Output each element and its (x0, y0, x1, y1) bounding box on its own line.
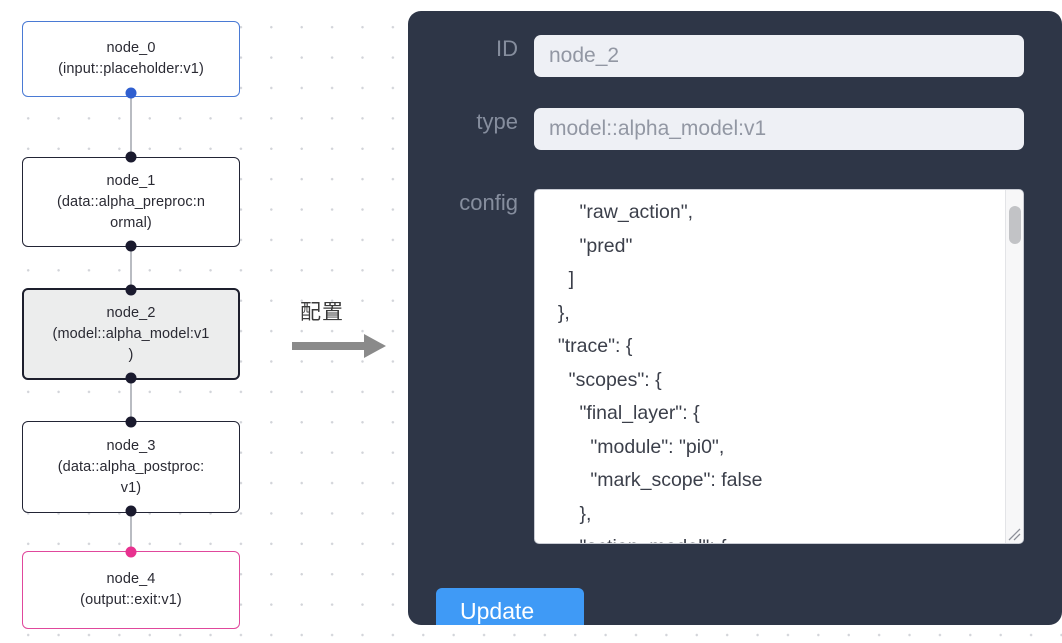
graph-node-node_0[interactable]: node_0 (input::placeholder:v1) (22, 21, 240, 97)
graph-node-label: node_1 (data::alpha_preproc:n ormal) (56, 172, 206, 231)
port-dot-node_0-out[interactable] (125, 87, 137, 99)
config-scrollbar[interactable] (1005, 190, 1023, 543)
graph-node-label: node_3 (data::alpha_postproc: v1) (57, 437, 205, 496)
graph-node-label: node_2 (model::alpha_model:v1 ) (52, 304, 210, 363)
edge-node3-node4 (130, 508, 132, 556)
field-row-id: ID (408, 35, 1062, 77)
id-input[interactable] (534, 35, 1024, 77)
port-dot-node_2-in[interactable] (125, 284, 137, 296)
port-dot-node_3-out[interactable] (125, 505, 137, 517)
port-dot-node_1-in[interactable] (125, 151, 137, 163)
right-arrow-icon (292, 334, 386, 358)
type-input[interactable] (534, 108, 1024, 150)
graph-node-label: node_0 (input::placeholder:v1) (58, 40, 204, 77)
config-textarea-wrapper[interactable]: "raw_action", "pred" ] }, "trace": { "sc… (534, 189, 1024, 544)
type-field-label: type (476, 109, 518, 134)
config-field-label: config (459, 190, 518, 215)
config-scrollbar-thumb[interactable] (1009, 206, 1021, 244)
field-row-config: config "raw_action", "pred" ] }, "trace"… (408, 189, 1062, 544)
annotation-label: 配置 (300, 300, 344, 324)
graph-node-node_2[interactable]: node_2 (model::alpha_model:v1 ) (22, 288, 240, 380)
port-dot-node_2-out[interactable] (125, 372, 137, 384)
resize-handle-icon[interactable] (1006, 526, 1022, 542)
update-button[interactable]: Update (436, 588, 584, 625)
graph-node-node_1[interactable]: node_1 (data::alpha_preproc:n ormal) (22, 157, 240, 247)
port-dot-node_4-in[interactable] (125, 546, 137, 558)
config-textarea[interactable]: "raw_action", "pred" ] }, "trace": { "sc… (557, 201, 763, 543)
port-dot-node_1-out[interactable] (125, 240, 137, 252)
port-dot-node_3-in[interactable] (125, 416, 137, 428)
edge-node1-node2 (130, 242, 132, 293)
field-row-type: type (408, 108, 1062, 150)
edge-node0-node1 (130, 92, 132, 162)
graph-node-node_4[interactable]: node_4 (output::exit:v1) (22, 551, 240, 629)
graph-node-node_3[interactable]: node_3 (data::alpha_postproc: v1) (22, 421, 240, 513)
id-field-label: ID (496, 36, 518, 61)
edge-node2-node3 (130, 375, 132, 426)
graph-node-label: node_4 (output::exit:v1) (80, 571, 182, 608)
annotation: 配置 (292, 296, 402, 366)
node-inspector-panel: ID type config "raw_action", "pred" ] },… (408, 11, 1062, 625)
